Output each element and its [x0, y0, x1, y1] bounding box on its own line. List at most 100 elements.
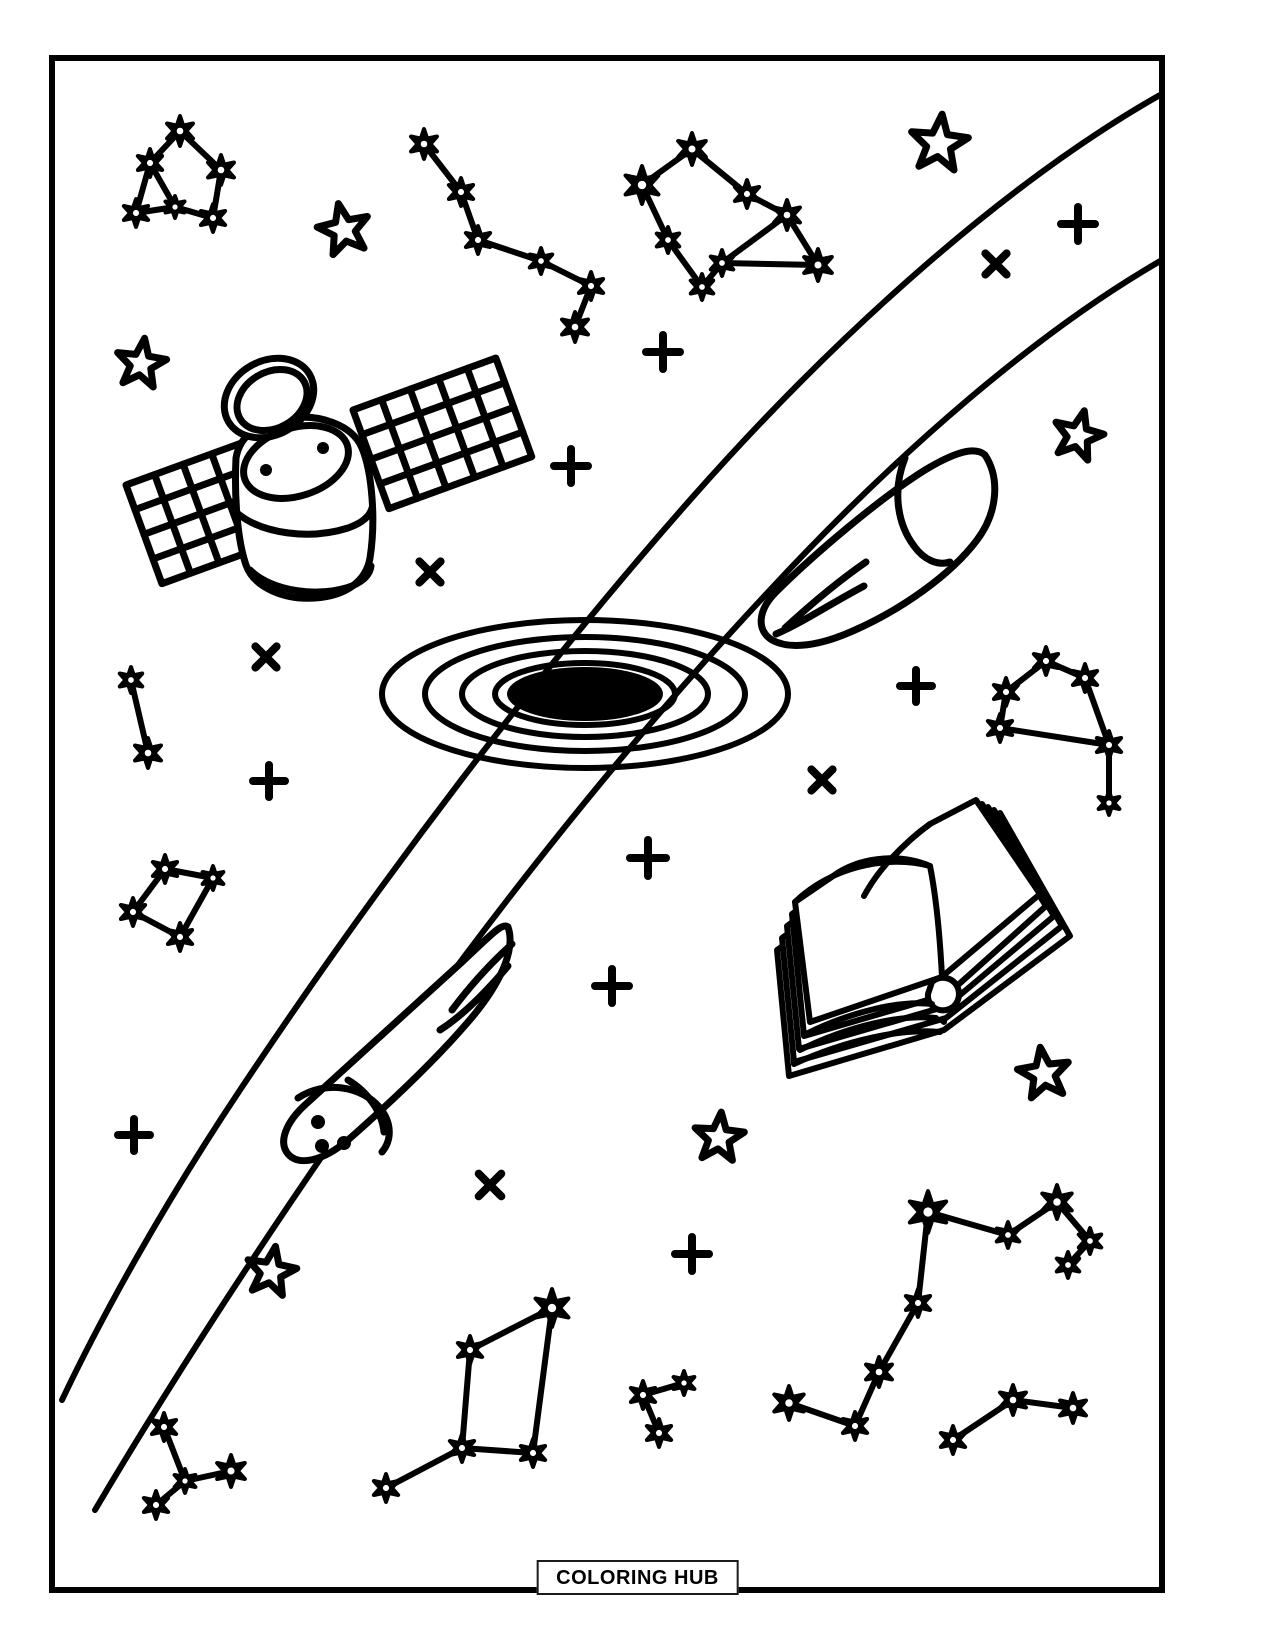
sparkle-stroke [474, 1169, 506, 1201]
constellation-star-center [176, 127, 184, 135]
constellation-link [876, 1300, 921, 1375]
constellation-star-center [785, 1399, 793, 1407]
sparkle-plus-9 [671, 1233, 713, 1275]
sparkle-plus-6 [626, 836, 670, 880]
constellation-star-center [587, 282, 595, 290]
constellation-star-center [420, 140, 428, 148]
black-hole-ring-4 [492, 660, 678, 728]
solar-panel-right [349, 354, 536, 513]
open-book [774, 797, 1073, 1079]
constellation-star-center [637, 180, 647, 190]
constellation-top-middle [409, 127, 606, 344]
constellation-star-center [719, 260, 725, 266]
constellation-link [719, 260, 821, 268]
constellation-star-center [1105, 741, 1113, 749]
star-outline-7 [244, 1242, 301, 1299]
constellation-link [784, 212, 821, 268]
constellation-star-center [1106, 800, 1112, 806]
star-outline-4 [1052, 407, 1108, 464]
black-hole-core [507, 667, 663, 721]
constellation-star-center [681, 1380, 687, 1386]
constellation-star-center [1002, 688, 1010, 696]
brand-badge: COLORING HUB [536, 1560, 739, 1595]
star-outline-3 [114, 334, 171, 391]
comet-upper-right [757, 447, 999, 649]
sparkle-stroke [807, 765, 837, 795]
constellation-star-center [209, 214, 217, 222]
constellation-star-center [655, 1429, 663, 1437]
book-top-edge-left [792, 858, 933, 905]
satellite [122, 354, 536, 602]
constellation-star-center [699, 284, 705, 290]
comet-ll-head-arc [294, 1083, 393, 1156]
constellation-star-center [547, 1303, 557, 1313]
constellation-star-center [466, 1346, 474, 1354]
constellation-star-center [639, 1391, 647, 1399]
constellation-left-quad [118, 853, 226, 953]
constellation-star-center [146, 159, 154, 167]
constellation-star-center [457, 188, 465, 196]
constellation-top-right [623, 131, 834, 302]
sparkle-plus-5 [896, 666, 936, 706]
constellation-star-center [210, 875, 216, 881]
sparkle-stroke [415, 557, 445, 587]
constellation-star-center [217, 166, 225, 174]
constellation-star-center [996, 724, 1004, 732]
sparkle-plus-4 [249, 761, 289, 801]
brand-label: COLORING HUB [556, 1567, 719, 1589]
sparkle-plus-1 [1057, 203, 1099, 245]
black-hole-ring-2 [422, 634, 748, 754]
sparkle-x-3 [251, 642, 281, 672]
sparkle-stroke [981, 249, 1011, 279]
constellation-bottom-right-big [772, 1183, 1104, 1442]
constellation-star-center [152, 1501, 160, 1509]
black-hole-ring-1 [379, 617, 791, 771]
constellation-star-center [688, 145, 696, 153]
star-outline-1 [908, 110, 972, 174]
book-bottom-sweep-2 [797, 1014, 939, 1053]
comet-ur-head-ring [894, 454, 954, 567]
constellation-star-center [182, 1478, 188, 1484]
constellation-star-center [538, 258, 544, 264]
black-hole [379, 617, 791, 771]
constellation-bottom-far-right [938, 1383, 1088, 1456]
constellation-link [1082, 675, 1112, 748]
comet-ll-tail-1 [448, 940, 516, 1014]
star-outline-5 [1013, 1043, 1072, 1102]
star-outline-2 [313, 200, 371, 259]
sparkle-x-5 [474, 1169, 506, 1201]
book-spine-curve [861, 821, 933, 899]
constellation-star-center [132, 209, 140, 217]
constellation-bottom-left [141, 1411, 247, 1521]
sparkle-plus-2 [642, 331, 684, 373]
constellation-link [530, 1305, 555, 1456]
constellation-star-center [949, 1436, 957, 1444]
constellation-star-center [128, 677, 134, 683]
constellation-star-center [129, 908, 137, 916]
comet-ll-tail-2 [436, 962, 512, 1034]
constellation-link [459, 1445, 536, 1456]
constellation-star-center [1053, 1198, 1061, 1206]
constellation-star-center [1065, 1262, 1071, 1268]
constellation-star-center [1009, 1396, 1017, 1404]
star-outline-6 [691, 1108, 748, 1164]
constellation-star-center [814, 261, 822, 269]
satellite-body-seam-2 [246, 562, 375, 596]
constellation-star-center [571, 323, 579, 331]
constellation-star-center [1069, 1404, 1077, 1412]
comet-ll-dot-3 [337, 1136, 351, 1150]
comet-ur-tail-2 [772, 582, 868, 638]
sparkle-stroke [251, 642, 281, 672]
comet-ll-body [280, 922, 514, 1165]
comet-ur-tail-1 [781, 558, 870, 632]
constellation-star-center [851, 1422, 859, 1430]
constellation-star-center [923, 1207, 933, 1217]
comet-ll-dot-2 [315, 1139, 329, 1153]
constellation-star-center [172, 204, 178, 210]
constellation-star-center [1042, 657, 1050, 665]
constellation-star-center [474, 236, 482, 244]
sparkle-plus-7 [591, 965, 633, 1007]
book-bottom-sweep-3 [791, 1028, 943, 1067]
